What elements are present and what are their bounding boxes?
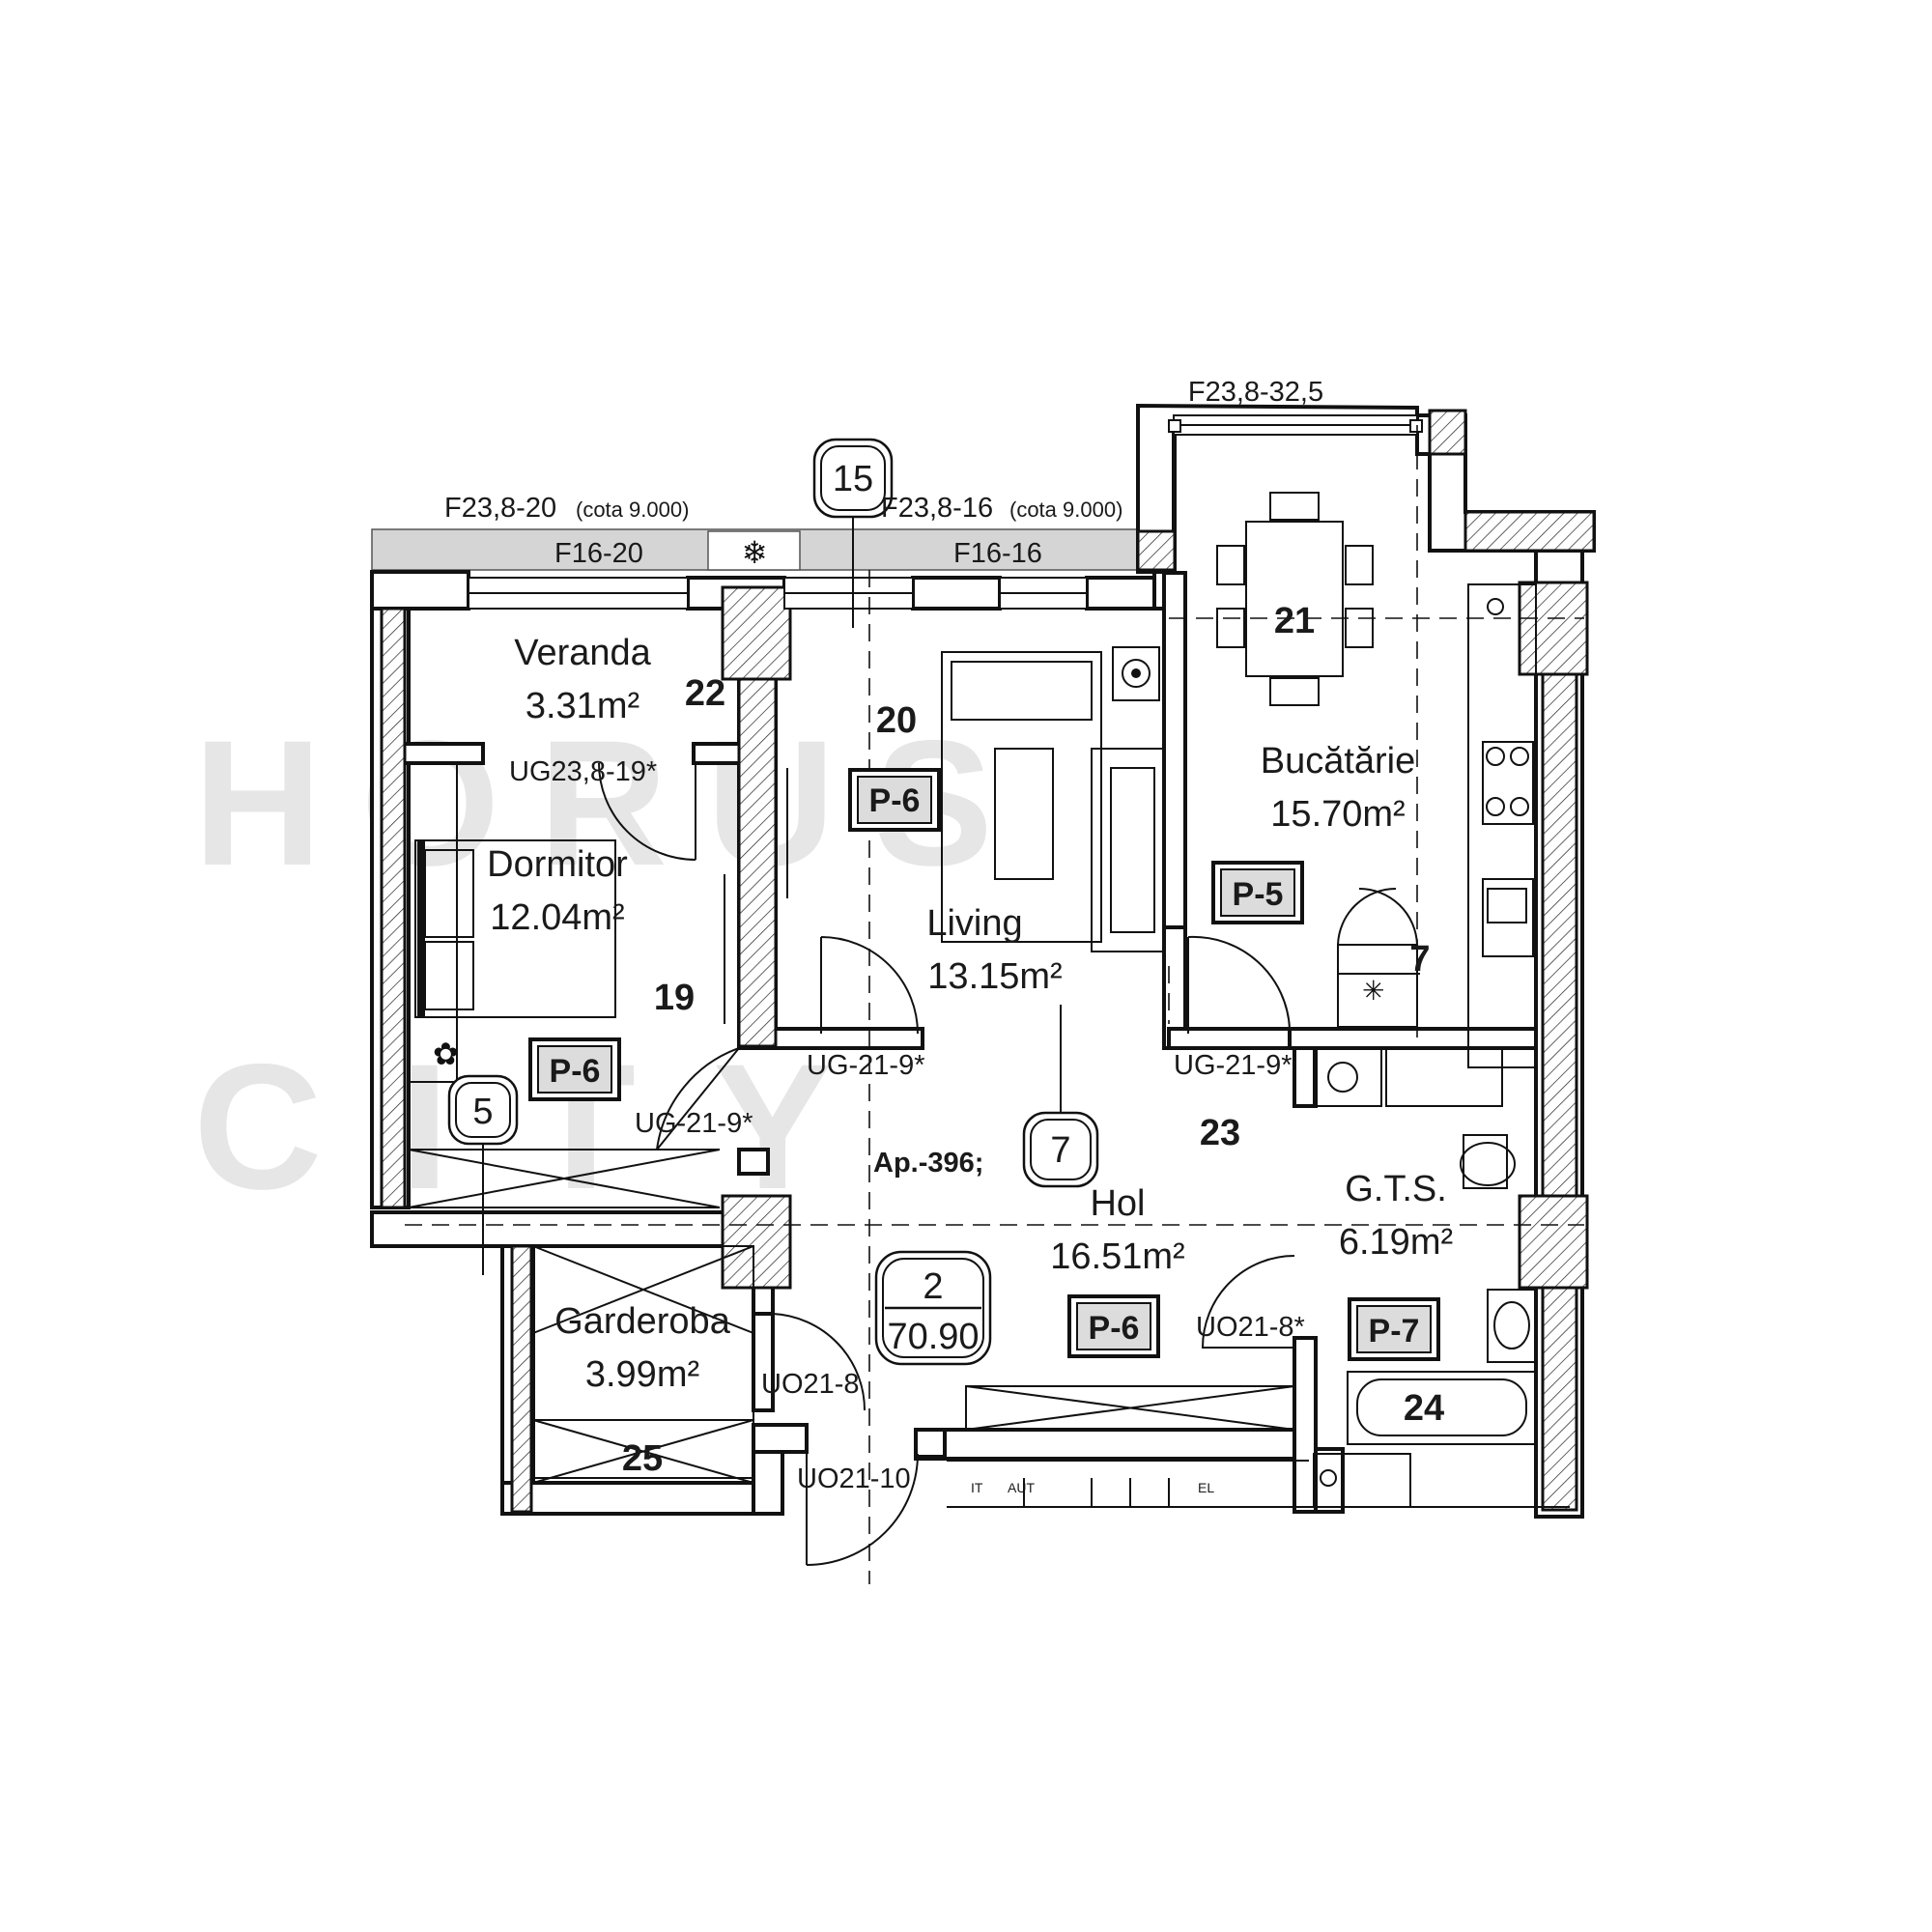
room-area-bucatarie: 15.70m²: [1270, 794, 1405, 835]
ac-unit-icon: ❄: [742, 534, 768, 571]
room-number-hol: 23: [1200, 1113, 1240, 1153]
room-area-hol: 16.51m²: [1050, 1236, 1184, 1277]
finish-tag-living: P-6: [869, 782, 921, 819]
door-code-entrance: UO21-10: [797, 1463, 911, 1494]
room-name-bucatarie: Bucătărie: [1261, 741, 1416, 781]
apartment-id: Ap.-396;: [873, 1148, 983, 1179]
room-number-gts: 24: [1404, 1388, 1444, 1429]
door-code-garderoba: UO21-8: [761, 1369, 860, 1400]
marker-7: 7: [1050, 1130, 1070, 1171]
facade-label-mid-note: (cota 9.000): [1009, 497, 1122, 522]
facade-band-right: F16-16: [953, 538, 1042, 569]
finish-tag-gts: P-7: [1369, 1313, 1420, 1350]
apartment-rooms-count: 2: [923, 1266, 943, 1307]
panel-label-el: EL: [1198, 1480, 1214, 1495]
plant-icon: ✿: [433, 1036, 459, 1072]
kitchen-extra-number: 7: [1409, 939, 1430, 980]
utility-panels: IT AUT EL: [971, 1478, 1214, 1507]
panel-label-aut: AUT: [1008, 1480, 1035, 1495]
room-area-living: 13.15m²: [927, 956, 1062, 997]
door-code-gts: UO21-8*: [1196, 1312, 1305, 1343]
door-code-bucatarie: UG-21-9*: [1174, 1050, 1293, 1081]
finish-tag-hol: P-6: [1089, 1310, 1140, 1347]
facade-label-left-note: (cota 9.000): [576, 497, 689, 522]
marker-5: 5: [472, 1092, 493, 1132]
apartment-total-area: 70.90: [887, 1317, 979, 1357]
room-area-veranda: 3.31m²: [526, 686, 639, 726]
door-code-dormitor-entry: UG-21-9*: [635, 1108, 753, 1139]
door-codes: UG23,8-19* UG-21-9* UG-21-9* UG-21-9* UO…: [509, 756, 1305, 1494]
room-number-garderoba: 25: [622, 1438, 663, 1479]
room-name-gts: G.T.S.: [1345, 1169, 1447, 1209]
markers: 15 5 7: [447, 438, 1099, 1275]
door-code-living: UG-21-9*: [807, 1050, 925, 1081]
room-area-garderoba: 3.99m²: [585, 1354, 699, 1395]
bathroom-fixtures: [1313, 1047, 1537, 1508]
facade-band-left: F16-20: [554, 538, 643, 569]
windows: [468, 414, 1423, 610]
door-swings: [598, 762, 1295, 1566]
hol-storage: [532, 1245, 1570, 1508]
apartment-summary: 2 70.90 Ap.-396;: [873, 1148, 992, 1366]
finish-tags: P-6 P-6 P-5 P-6 P-7: [528, 768, 1440, 1361]
ventilation-icon: ✳: [1362, 975, 1384, 1007]
facade-label-mid-main: F23,8-16: [881, 493, 993, 524]
room-name-living: Living: [926, 903, 1022, 944]
room-labels: Veranda 3.31m² 22 Dormitor 12.04m² 19 Li…: [487, 601, 1453, 1479]
facade-label-top-right: F23,8-32,5: [1188, 377, 1323, 408]
finish-tag-dormitor: P-6: [550, 1053, 601, 1090]
marker-15: 15: [833, 459, 873, 499]
room-number-veranda: 22: [685, 673, 725, 714]
facade-labels: F23,8-32,5 F23,8-20 (cota 9.000) F23,8-1…: [444, 377, 1323, 571]
room-name-hol: Hol: [1090, 1183, 1145, 1224]
door-code-dormitor: UG23,8-19*: [509, 756, 657, 787]
dormitor-furniture: ✿: [408, 762, 721, 1208]
living-furniture: [724, 646, 1165, 1024]
facade-label-left-main: F23,8-20: [444, 493, 556, 524]
room-name-garderoba: Garderoba: [554, 1301, 731, 1342]
kitchen-furniture: ✳: [1216, 492, 1537, 1068]
finish-tag-bucatarie: P-5: [1233, 876, 1284, 913]
room-number-dormitor: 19: [654, 978, 695, 1018]
room-area-gts: 6.19m²: [1339, 1222, 1453, 1263]
room-number-living: 20: [876, 700, 917, 741]
room-area-dormitor: 12.04m²: [490, 897, 624, 938]
panel-label-it: IT: [971, 1480, 983, 1495]
columns: [380, 409, 1596, 1514]
room-number-bucatarie: 21: [1274, 601, 1315, 641]
room-name-veranda: Veranda: [514, 633, 651, 673]
room-name-dormitor: Dormitor: [487, 844, 628, 885]
